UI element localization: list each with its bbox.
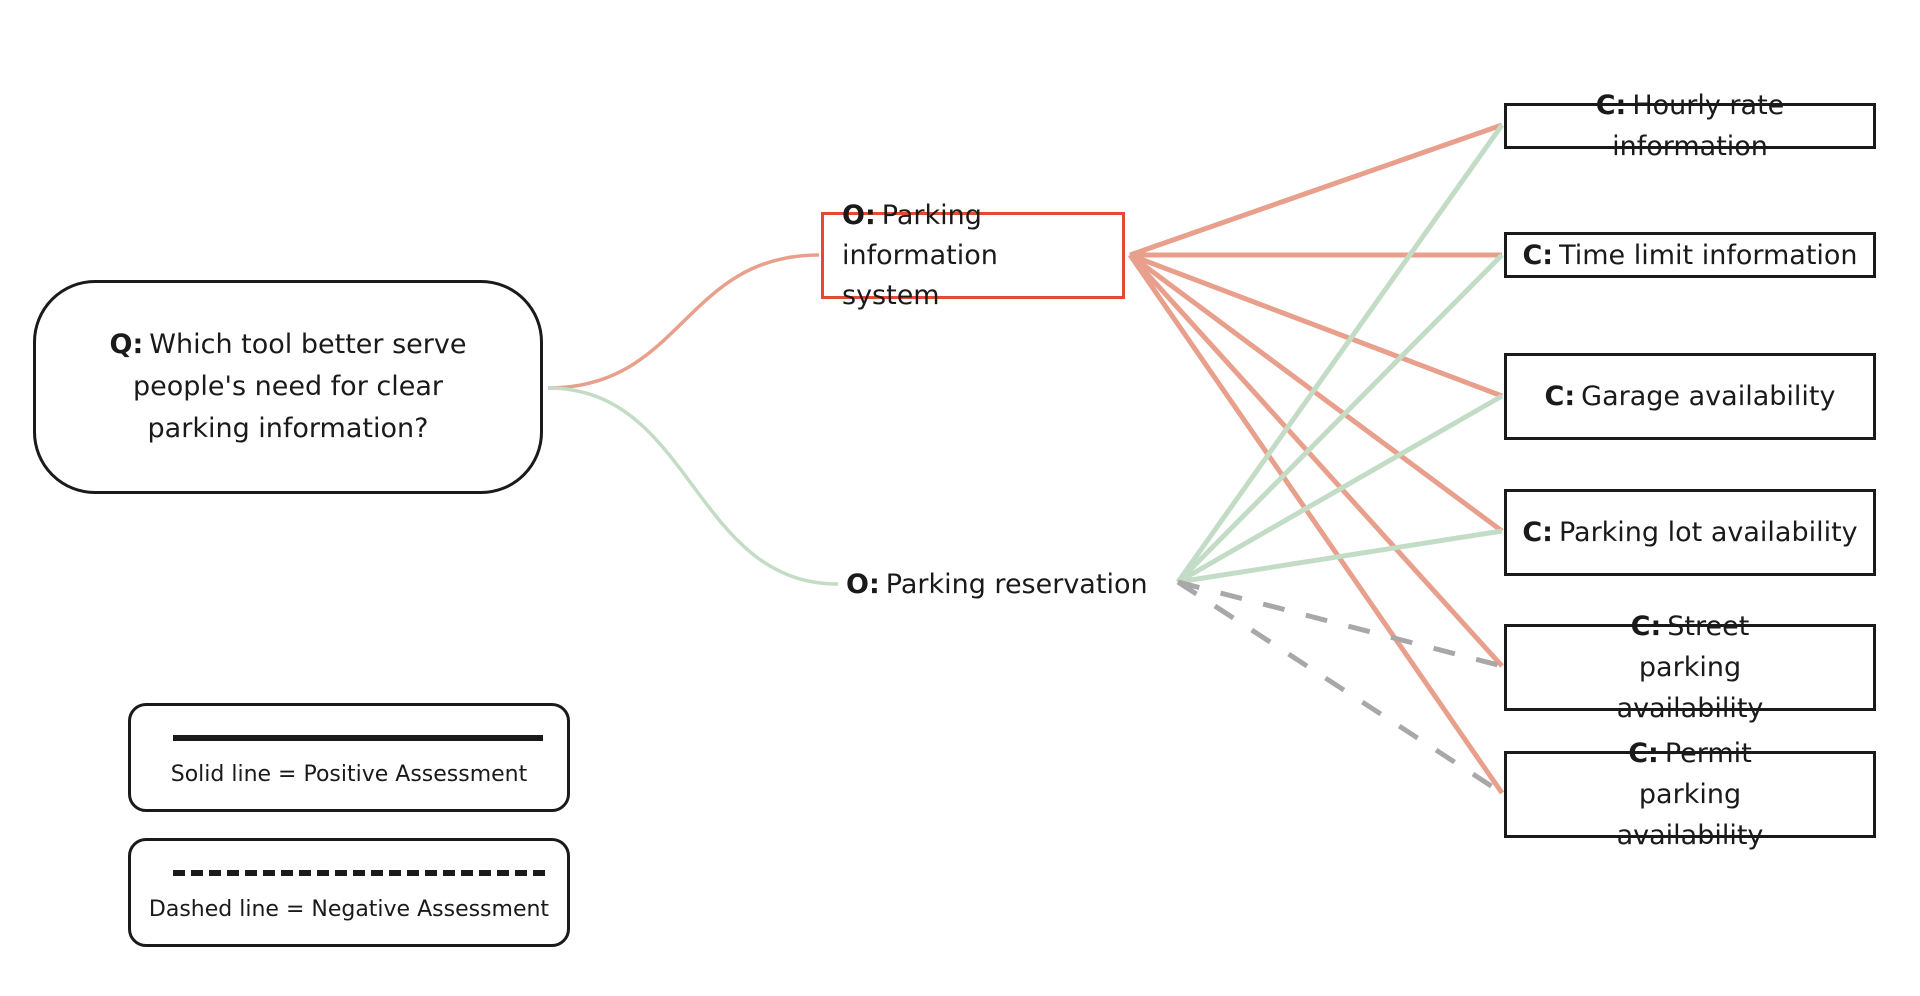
criterion-tag: C: — [1544, 381, 1576, 412]
edge-o2-c4-positive — [1177, 528, 1503, 585]
legend-dashed-label: Dashed line = Negative Assessment — [148, 897, 550, 922]
criterion-tag: C: — [1628, 738, 1659, 769]
edge-o2-c1-positive — [1175, 123, 1505, 584]
edge-o1-c4-positive — [1128, 252, 1504, 534]
legend-solid-line: Solid line = Positive Assessment — [128, 703, 570, 812]
criterion-tag: C: — [1522, 239, 1554, 271]
criterion-node-permit-parking: C:Permit parking availability — [1504, 738, 1876, 851]
criterion-text: Permit parking availability — [1616, 738, 1764, 851]
legend-dashed-line: Dashed line = Negative Assessment — [128, 838, 570, 947]
option-text: Parking reservation — [885, 569, 1148, 600]
option-node-parking-information-system: O:Parking information system — [821, 200, 1125, 311]
edge-o2-c5-negative — [1177, 579, 1503, 669]
criterion-node-street-parking: C:Street parking availability — [1504, 611, 1876, 724]
criterion-text: Street parking availability — [1616, 611, 1764, 724]
dashed-line-sample — [173, 870, 545, 876]
edge-o1-c5-positive — [1128, 253, 1504, 668]
edge-o1-c6-positive — [1127, 253, 1505, 795]
edge-o2-c2-positive — [1176, 253, 1504, 584]
question-tag: Q: — [109, 329, 144, 360]
option-tag: O: — [842, 199, 876, 231]
edge-q-o2-branch — [547, 386, 839, 586]
option-tag: O: — [846, 569, 880, 600]
legend-solid-label: Solid line = Positive Assessment — [170, 762, 528, 787]
question-text: Which tool better serve people's need fo… — [133, 329, 467, 444]
criterion-node-time-limit: C:Time limit information — [1504, 232, 1876, 278]
edge-q-o1-branch — [547, 253, 820, 390]
criterion-tag: C: — [1522, 517, 1553, 548]
criterion-node-garage: C:Garage availability — [1504, 353, 1876, 440]
criterion-tag: C: — [1630, 611, 1662, 642]
edge-o1-c3-positive — [1129, 252, 1503, 399]
criterion-text: Garage availability — [1581, 381, 1836, 412]
criterion-text: Hourly rate information — [1612, 90, 1785, 162]
edge-o1-c1-positive — [1129, 122, 1503, 258]
criterion-tag: C: — [1595, 90, 1627, 121]
edge-o2-c6-negative — [1176, 579, 1504, 796]
question-node: Q:Which tool better serve people's need … — [33, 280, 543, 494]
option-text: Parking information system — [842, 199, 998, 311]
criterion-text: Time limit information — [1559, 239, 1858, 271]
edge-o2-c3-positive — [1176, 393, 1504, 585]
option-node-parking-reservation: O:Parking reservation — [846, 564, 1176, 606]
criterion-node-parking-lot: C:Parking lot availability — [1504, 489, 1876, 576]
criterion-node-hourly-rate: C:Hourly rate information — [1504, 90, 1876, 162]
criterion-text: Parking lot availability — [1558, 517, 1858, 548]
solid-line-sample — [173, 735, 543, 741]
